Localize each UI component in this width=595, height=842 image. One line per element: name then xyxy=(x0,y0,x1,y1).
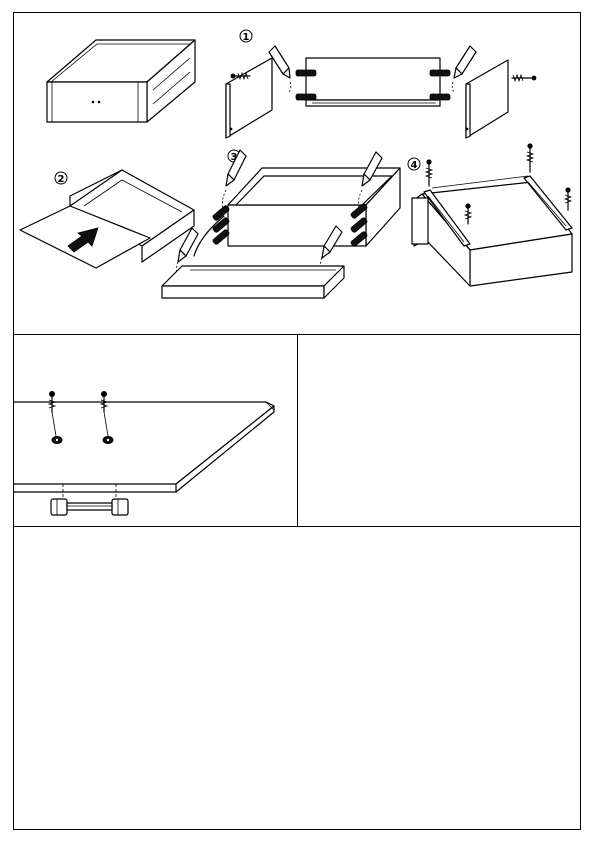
handle-icon xyxy=(50,498,129,516)
glue-bottle-icon xyxy=(361,151,383,187)
screw-icon xyxy=(563,187,573,211)
divider-bottom xyxy=(13,526,581,527)
step-number-1: 1 xyxy=(239,29,253,43)
step-4-group: 4 xyxy=(407,143,573,287)
screw-icon xyxy=(463,203,473,225)
screw-icon xyxy=(99,391,109,413)
glue-bottle-icon xyxy=(225,149,247,187)
dowel-icon xyxy=(212,205,230,245)
page-frame xyxy=(13,12,581,830)
screw-icon xyxy=(424,159,434,187)
screw-icon xyxy=(525,143,535,173)
step-number-4: 4 xyxy=(407,157,421,171)
svg-text:2: 2 xyxy=(58,174,65,185)
glue-bottle-icon xyxy=(453,45,477,79)
handle-attachment-group xyxy=(13,391,275,516)
screw-icon xyxy=(511,73,537,83)
step-3-group: 3 xyxy=(161,149,401,299)
svg-text:3: 3 xyxy=(231,152,238,163)
washer-icon xyxy=(102,436,114,444)
glue-bottle-icon xyxy=(177,227,199,263)
arrow-icon xyxy=(67,227,99,253)
step-number-2: 2 xyxy=(54,171,68,185)
screw-icon xyxy=(47,391,57,413)
dowel-icon xyxy=(295,93,317,101)
screw-icon xyxy=(230,71,251,81)
runner-rail-icon xyxy=(423,189,471,247)
glue-bottle-icon xyxy=(321,225,343,259)
finished-drawer xyxy=(46,39,196,123)
step-1-group: 1 xyxy=(225,29,537,139)
glue-bottle-icon xyxy=(268,45,291,79)
dowel-icon xyxy=(350,203,368,247)
divider-middle xyxy=(297,334,298,526)
runner-rail-icon xyxy=(523,175,573,231)
svg-text:1: 1 xyxy=(243,32,250,43)
svg-text:4: 4 xyxy=(411,160,418,171)
dowel-icon xyxy=(429,93,451,101)
washer-icon xyxy=(51,436,63,444)
dowel-icon xyxy=(429,69,451,77)
step-2-group: 2 xyxy=(19,169,195,269)
dowel-icon xyxy=(295,69,317,77)
